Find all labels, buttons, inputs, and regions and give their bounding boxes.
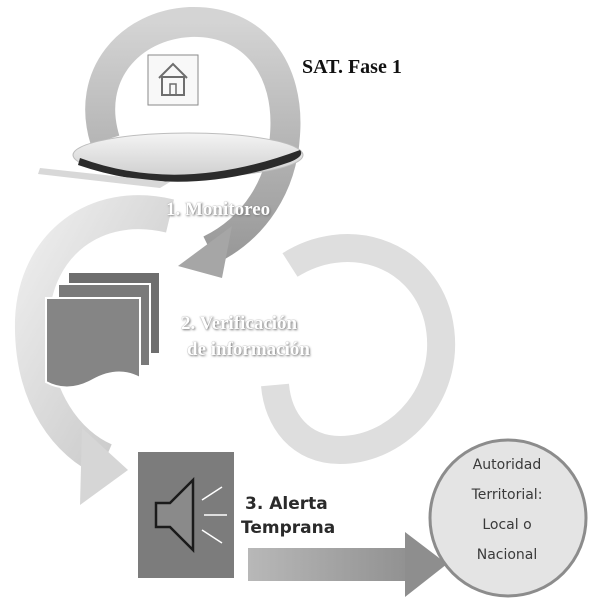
top-cycle-arrow (38, 6, 304, 278)
authority-line-4: Nacional (476, 547, 538, 563)
step-2-label: 2. Verificación de información (181, 311, 310, 363)
authority-label: Autoridad Territorial: Local o Nacional (432, 450, 582, 570)
step-3-label: 3. Alerta Temprana (241, 492, 335, 540)
step-2-line-2: de información (187, 339, 310, 360)
step-3-line-2: Temprana (241, 518, 336, 538)
step-2-line-1: 2. Verificación (181, 313, 298, 334)
diagram-title: SAT. Fase 1 (302, 56, 402, 78)
authority-line-2: Territorial: (471, 487, 543, 503)
step-3-line-1: 3. Alerta (245, 494, 328, 514)
documents-icon (45, 271, 161, 389)
right-cycle-arrow (261, 234, 456, 465)
authority-circle (428, 438, 588, 598)
speaker-icon (138, 452, 234, 578)
step-1-label: 1. Monitoreo (166, 199, 271, 220)
authority-line-1: Autoridad (472, 457, 542, 473)
left-cycle-arrow (14, 195, 174, 505)
house-icon (147, 54, 199, 106)
authority-line-3: Local o (482, 517, 532, 533)
arrow-to-authority (248, 532, 447, 597)
